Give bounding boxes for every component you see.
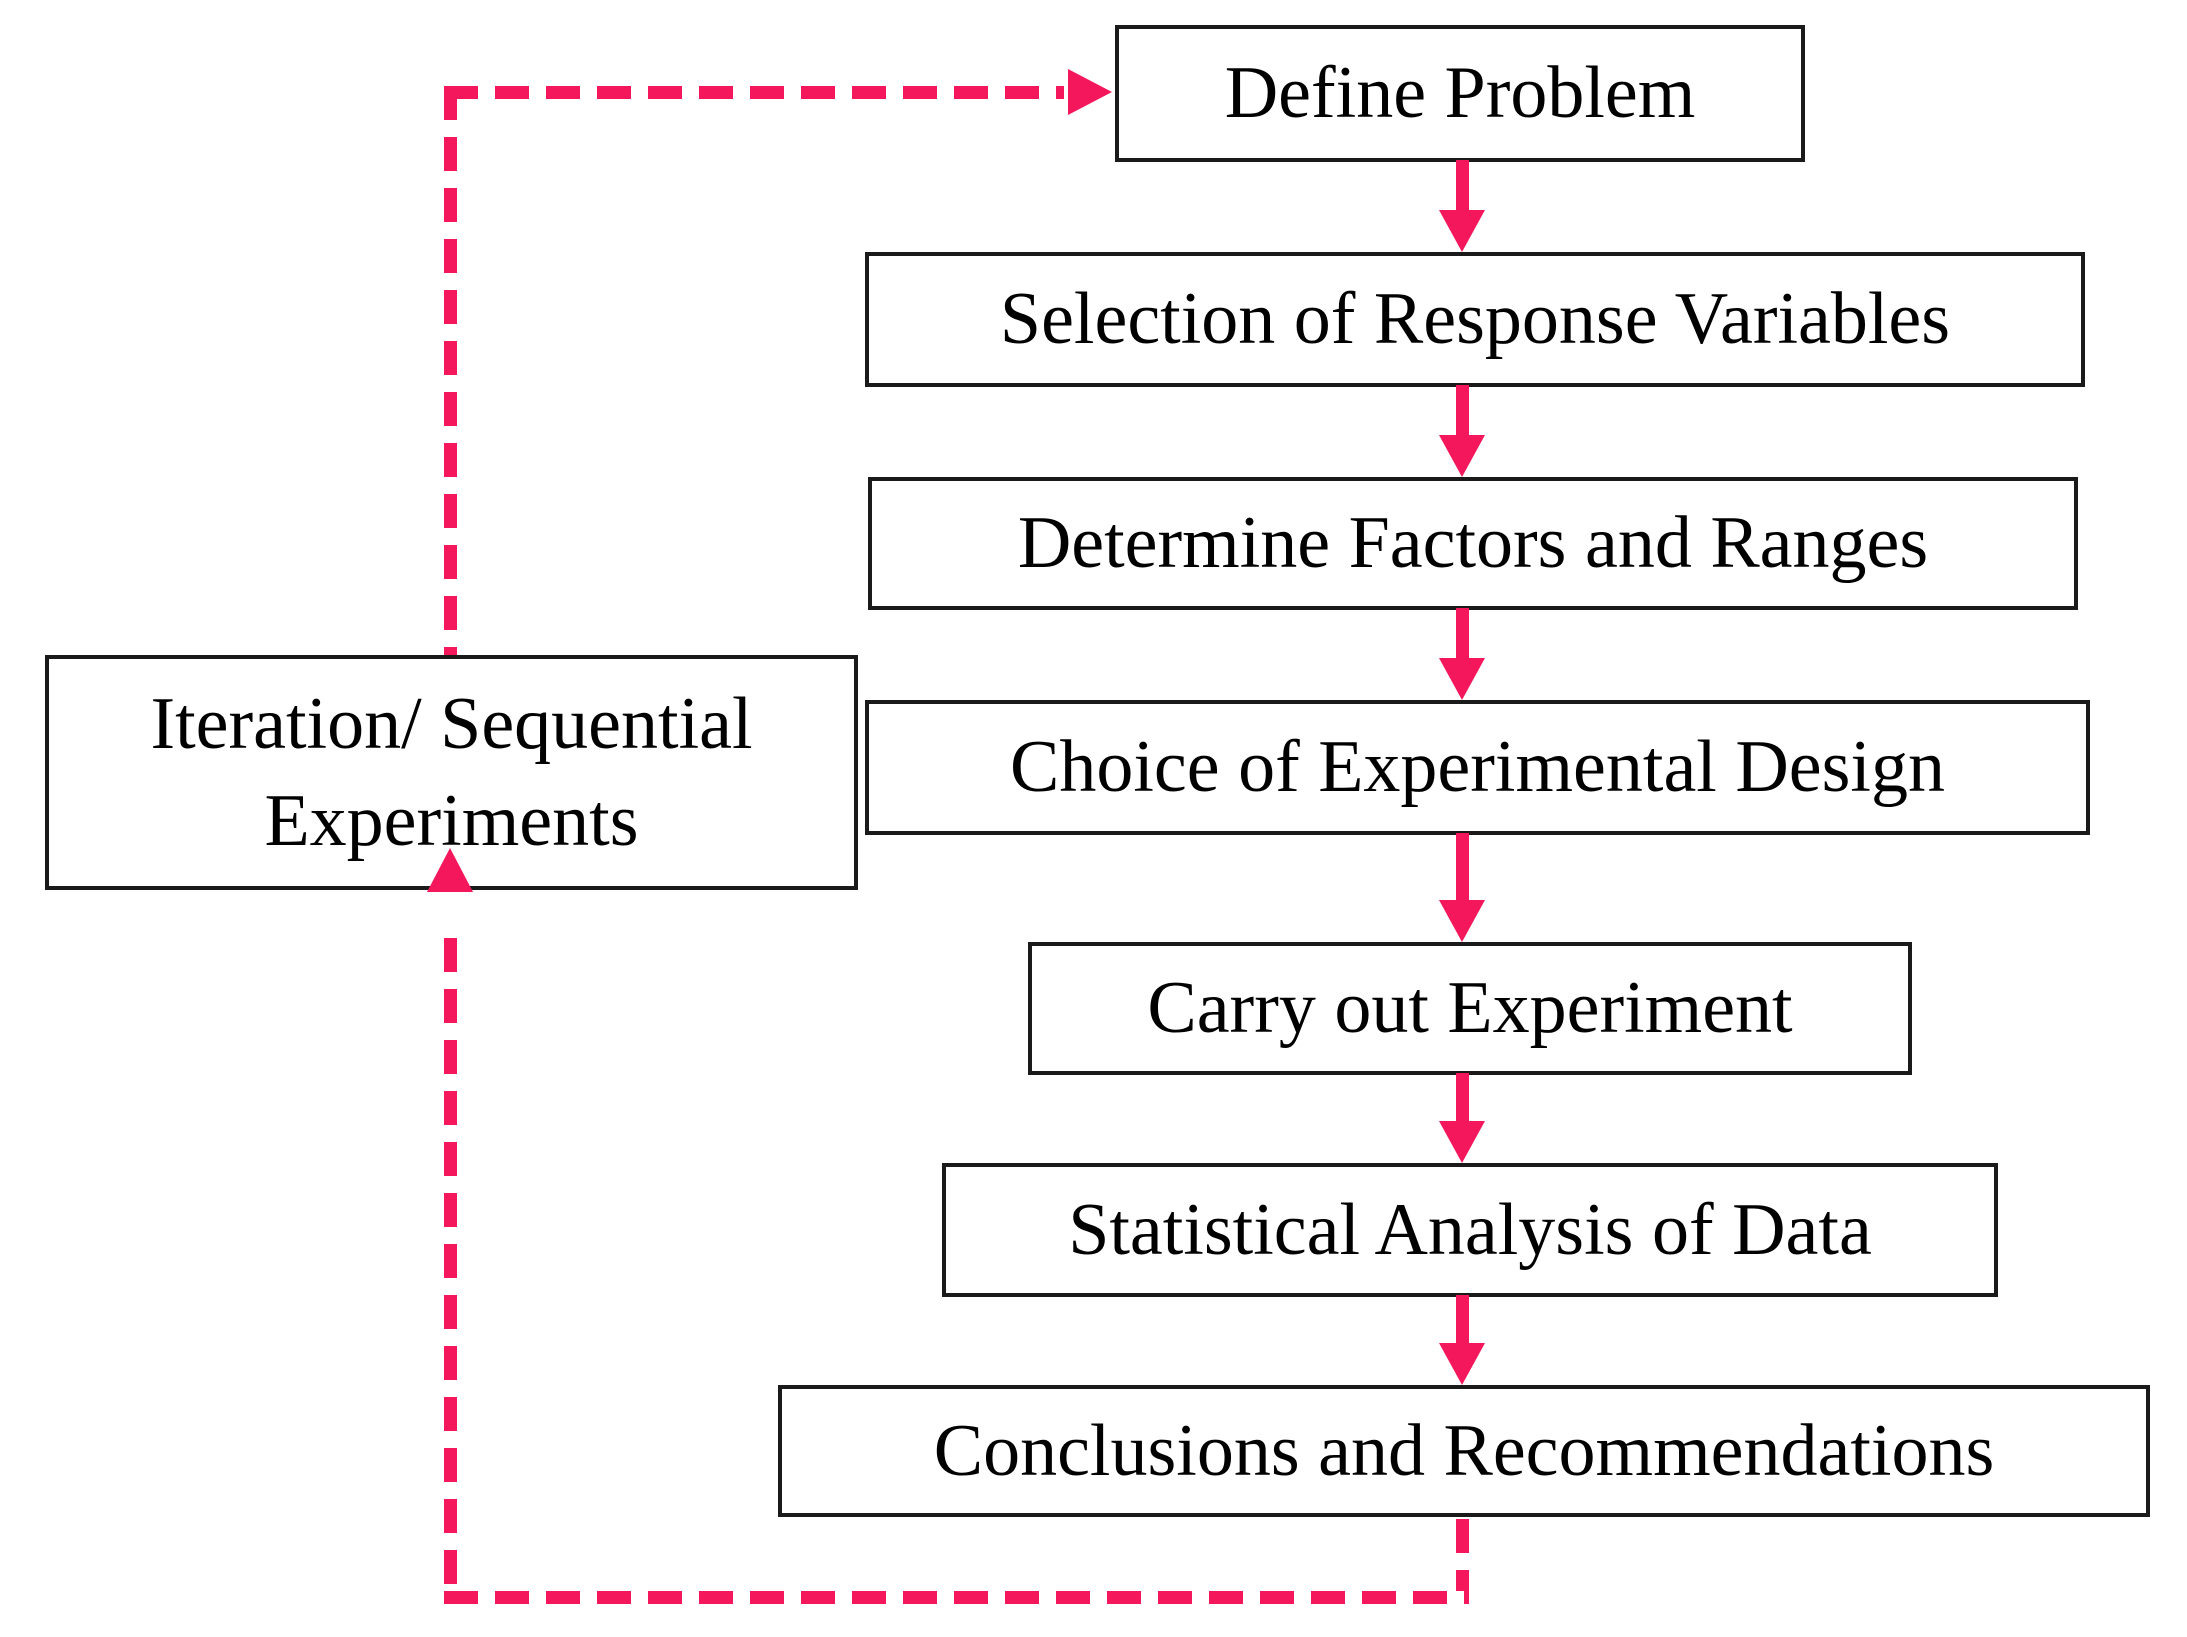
arrow-statistical-to-conclusions-stem — [1455, 1295, 1469, 1345]
node-statistical-analysis-of-data-label: Statistical Analysis of Data — [1068, 1188, 1872, 1271]
feedback-arrow-into-define-head-icon — [1068, 69, 1112, 115]
node-define-problem: Define Problem — [1115, 25, 1805, 162]
arrow-determine-to-choice-head-icon — [1439, 658, 1485, 700]
arrow-define-to-selection-head-icon — [1439, 210, 1485, 252]
arrow-carry-to-statistical-stem — [1455, 1073, 1469, 1123]
feedback-loop-top-segment — [443, 85, 1064, 99]
feedback-arrow-into-iteration-head-icon — [427, 848, 473, 892]
arrow-carry-to-statistical-head-icon — [1439, 1121, 1485, 1163]
node-determine-factors-and-ranges: Determine Factors and Ranges — [868, 477, 2078, 610]
node-iteration-sequential-experiments-label: Iteration/ Sequential Experiments — [150, 676, 752, 868]
node-carry-out-experiment: Carry out Experiment — [1028, 942, 1912, 1075]
node-choice-of-experimental-design: Choice of Experimental Design — [865, 700, 2090, 835]
node-define-problem-label: Define Problem — [1224, 52, 1696, 135]
arrow-choice-to-carry-stem — [1455, 833, 1469, 902]
arrow-statistical-to-conclusions-head-icon — [1439, 1343, 1485, 1385]
node-statistical-analysis-of-data: Statistical Analysis of Data — [942, 1163, 1998, 1297]
feedback-loop-left-upper-segment — [443, 85, 457, 655]
feedback-loop-bottom-segment — [443, 1591, 1469, 1604]
arrow-selection-to-determine-stem — [1455, 385, 1469, 437]
arrow-selection-to-determine-head-icon — [1439, 435, 1485, 477]
feedback-loop-left-lower-segment — [443, 938, 457, 1604]
iteration-label-line-2: Experiments — [264, 779, 639, 862]
node-selection-of-response-variables-label: Selection of Response Variables — [999, 278, 1951, 361]
node-carry-out-experiment-label: Carry out Experiment — [1147, 967, 1793, 1050]
node-conclusions-and-recommendations: Conclusions and Recommendations — [778, 1385, 2150, 1517]
node-determine-factors-and-ranges-label: Determine Factors and Ranges — [1017, 502, 1929, 585]
feedback-loop-drop-from-conclusions — [1455, 1519, 1469, 1591]
node-selection-of-response-variables: Selection of Response Variables — [865, 252, 2085, 387]
arrow-define-to-selection-stem — [1455, 160, 1469, 212]
iteration-label-line-1: Iteration/ Sequential — [150, 683, 753, 766]
arrow-determine-to-choice-stem — [1455, 608, 1469, 660]
node-choice-of-experimental-design-label: Choice of Experimental Design — [1009, 726, 1945, 809]
node-conclusions-and-recommendations-label: Conclusions and Recommendations — [933, 1409, 1995, 1492]
arrow-choice-to-carry-head-icon — [1439, 900, 1485, 942]
